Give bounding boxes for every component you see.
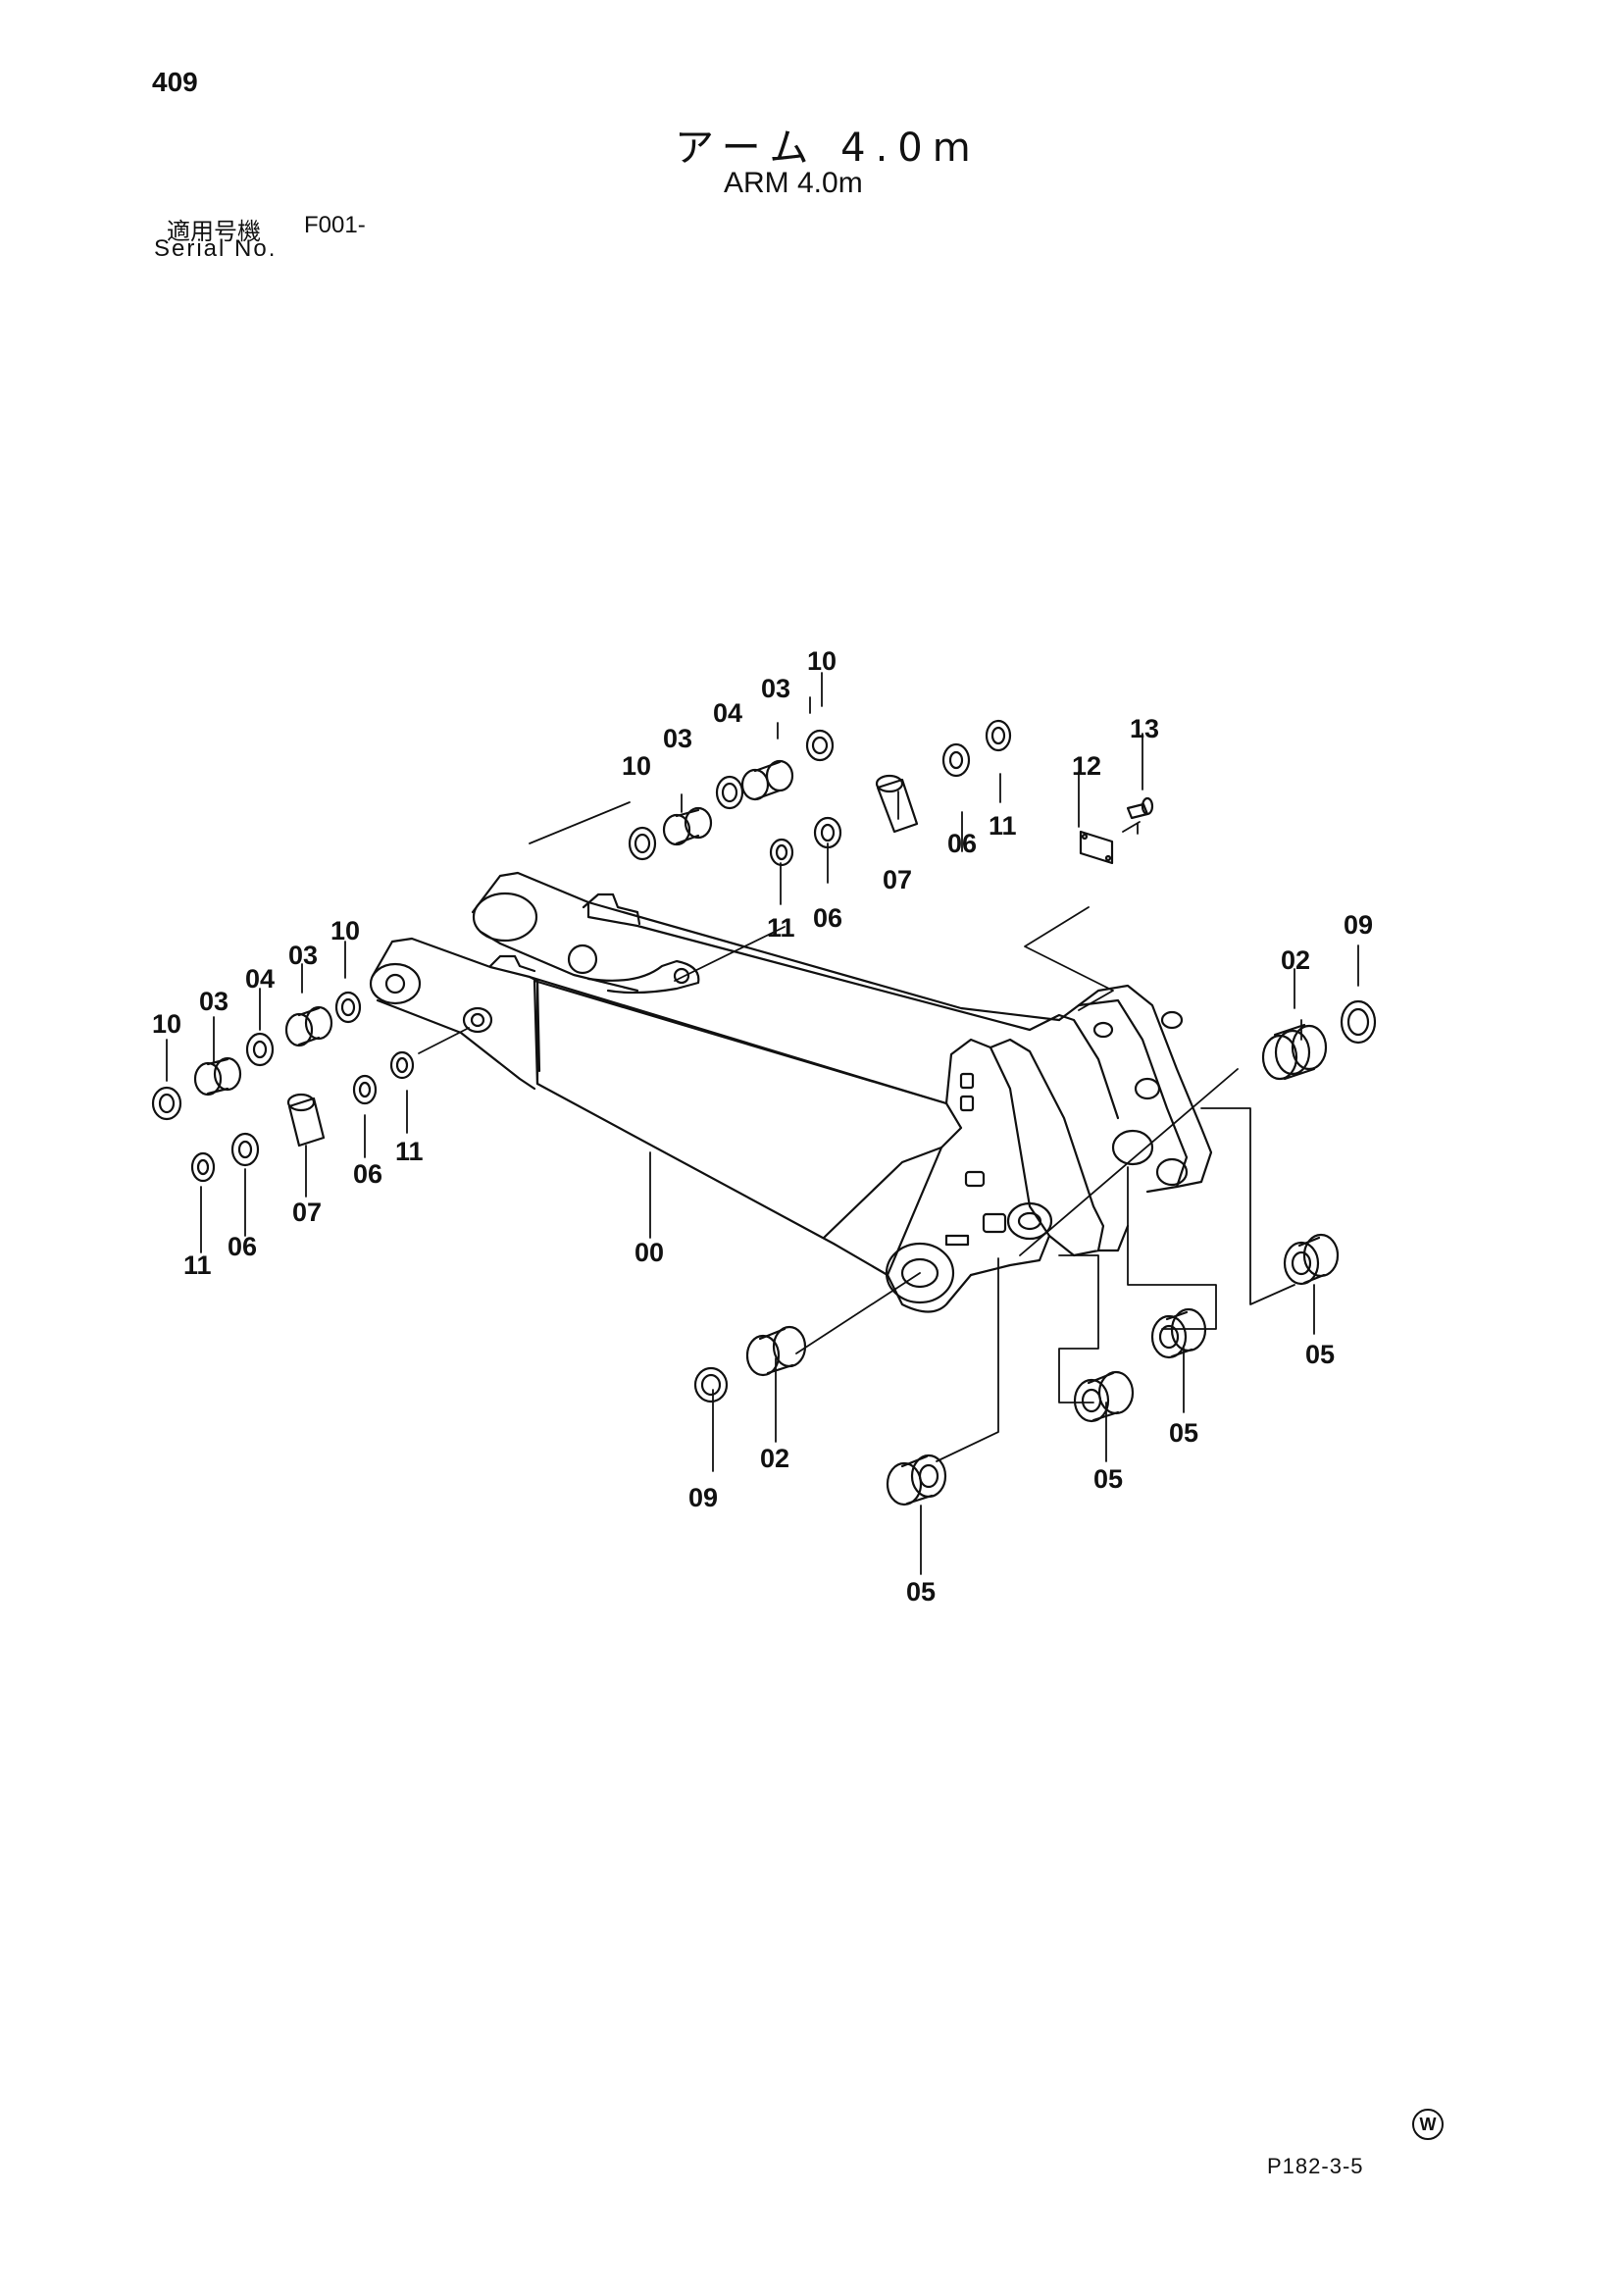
callout-03: 03 xyxy=(761,674,790,703)
upper-pin-parts xyxy=(628,719,1154,867)
figure-code: P182-3-5 xyxy=(1267,2154,1364,2178)
callout-11: 11 xyxy=(767,913,795,943)
watermark-seal: W xyxy=(1412,2109,1444,2140)
page-title-english: ARM 4.0m xyxy=(724,167,863,199)
callout-07: 07 xyxy=(292,1198,322,1227)
callout-04: 04 xyxy=(245,964,275,994)
callout-11: 11 xyxy=(183,1250,212,1280)
callout-03: 03 xyxy=(199,987,228,1016)
callout-02: 02 xyxy=(760,1444,789,1473)
page-title-japanese: アーム 4.0m xyxy=(675,126,981,171)
callout-11: 11 xyxy=(989,811,1017,841)
callout-05: 05 xyxy=(906,1577,936,1607)
callout-00: 00 xyxy=(634,1238,664,1267)
serial-label-japanese: 適用号機 xyxy=(167,218,261,245)
callout-13: 13 xyxy=(1130,714,1159,743)
lower-left-pin-parts xyxy=(151,991,415,1183)
callout-10: 10 xyxy=(152,1009,181,1039)
callout-05: 05 xyxy=(1305,1340,1335,1369)
leader-lines xyxy=(166,672,1359,1575)
callout-10: 10 xyxy=(622,751,651,781)
callout-05: 05 xyxy=(1169,1418,1198,1448)
serial-label-english: Serial No. xyxy=(154,235,278,262)
callout-06: 06 xyxy=(947,829,977,858)
callout-03: 03 xyxy=(663,724,692,753)
callout-03: 03 xyxy=(288,941,318,970)
callout-11: 11 xyxy=(395,1137,424,1166)
callout-06: 06 xyxy=(353,1159,382,1189)
serial-code: F001- xyxy=(304,212,366,238)
callout-09: 09 xyxy=(1344,910,1373,940)
page-number: 409 xyxy=(152,67,198,97)
callout-07: 07 xyxy=(883,865,912,894)
callout-labels: 00 02 02 03 03 03 03 04 04 05 05 05 05 0… xyxy=(152,646,1373,1607)
lower-pin-parts xyxy=(693,999,1377,1506)
callout-04: 04 xyxy=(713,698,742,728)
callout-05: 05 xyxy=(1093,1464,1123,1494)
callout-09: 09 xyxy=(688,1483,718,1512)
callout-12: 12 xyxy=(1072,751,1101,781)
callout-10: 10 xyxy=(807,646,837,676)
arm-body xyxy=(369,871,1213,1313)
callout-02: 02 xyxy=(1281,945,1310,975)
callout-06: 06 xyxy=(228,1232,257,1261)
callout-06: 06 xyxy=(813,903,842,933)
callout-10: 10 xyxy=(330,916,360,945)
